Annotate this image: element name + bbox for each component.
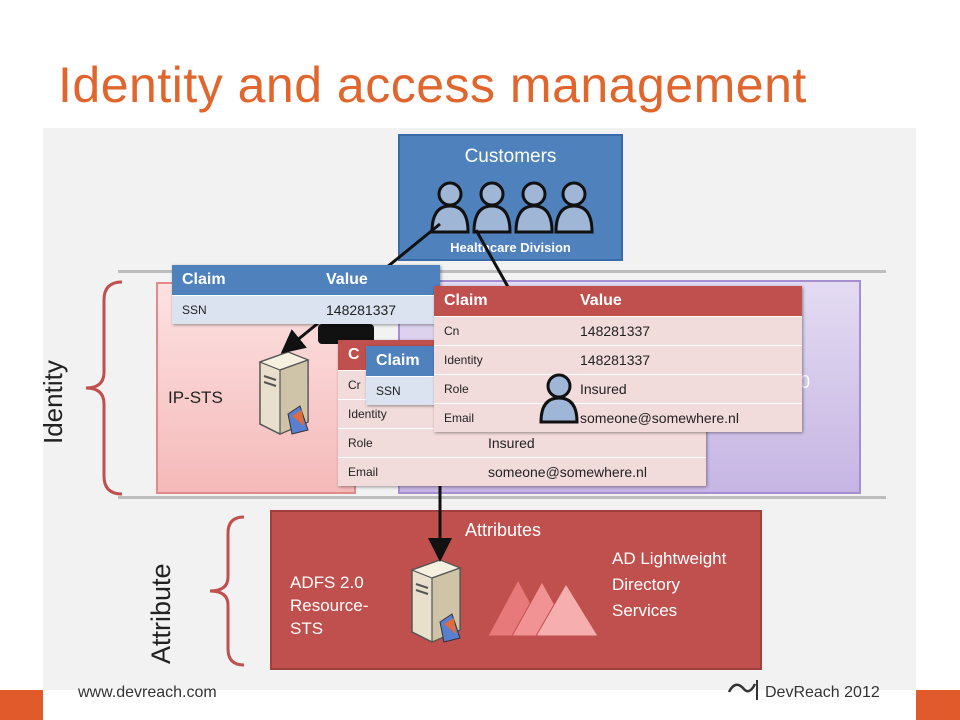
ip-sts-label: IP-STS (168, 388, 223, 407)
customers-box: Customers Healthcare Division (398, 134, 623, 261)
adfs-box-edge-text: 0 (800, 372, 811, 392)
ad-lds-label: AD Lightweight Directory Services (612, 549, 727, 620)
separator-bottom (118, 496, 886, 499)
separator-top (118, 270, 886, 273)
resource-server-icon (410, 559, 462, 643)
identity-brace-icon (85, 280, 123, 496)
devreach-logo-icon: DevReach 2012 (727, 680, 880, 701)
token-tag (318, 324, 374, 344)
healthcare-division-label: Healthcare Division (450, 240, 571, 255)
devreach-logo-text: DevReach 2012 (765, 684, 880, 701)
resource-sts-label: ADFS 2.0 Resource-STS (290, 573, 369, 638)
footer-url: www.devreach.com (78, 684, 217, 701)
slide-title: Identity and access management (58, 57, 807, 113)
footer-stripe-left (0, 690, 43, 720)
devreach-logo: DevReach 2012 (725, 676, 905, 704)
claims-table-small: Claim SSN (366, 346, 446, 405)
customers-label: Customers (464, 146, 557, 167)
footer-stripe-right (916, 690, 960, 720)
users-group-icon (430, 181, 594, 234)
directory-triangles-icon (487, 578, 599, 637)
attribute-brace-icon (209, 515, 245, 667)
server-icon (258, 351, 310, 435)
attributes-title: Attributes (465, 520, 542, 540)
user-icon (539, 373, 579, 424)
